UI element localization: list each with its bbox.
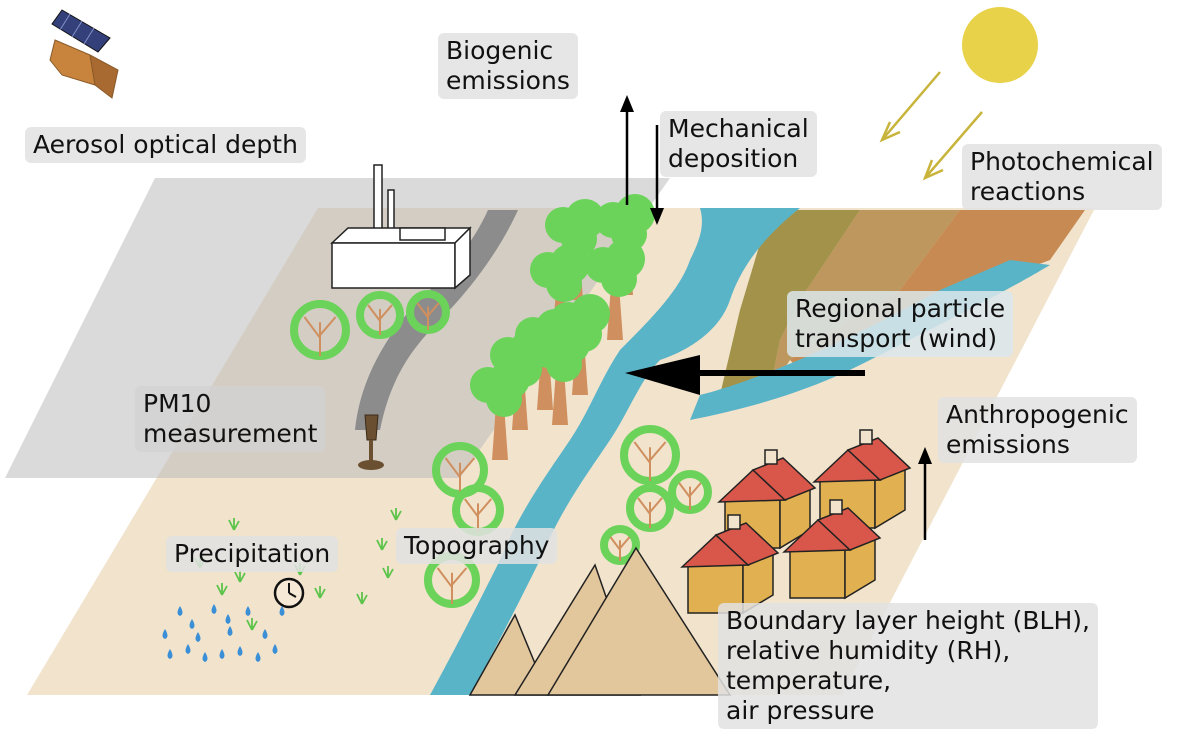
shrubs — [290, 290, 712, 608]
shrub-icon — [406, 290, 450, 334]
shrub-icon — [626, 484, 674, 532]
raindrop-icon — [225, 614, 231, 624]
factory-icon — [330, 164, 472, 290]
raindrop-icon — [262, 629, 268, 639]
anthropogenic-emission-arrow — [918, 447, 932, 540]
label-meteorology: Boundary layer height (BLH),relative hum… — [718, 603, 1098, 729]
grass-icon — [382, 566, 394, 579]
biogenic-emission-arrow — [620, 95, 634, 205]
shrub-icon — [600, 525, 640, 565]
label-precipitation: Precipitation — [166, 536, 339, 572]
road — [355, 210, 518, 430]
river — [430, 208, 800, 695]
grass-icon — [216, 583, 228, 596]
raindrop-icon — [279, 606, 285, 616]
shrub-icon — [620, 425, 680, 485]
satellite-icon — [49, 9, 119, 99]
raindrop-icon — [245, 606, 251, 616]
grass-icon — [234, 570, 246, 583]
raindrops — [162, 604, 285, 662]
tree-row — [470, 194, 655, 460]
shrub-icon — [668, 470, 712, 514]
raindrop-icon — [219, 649, 225, 659]
label-aerosol-optical-depth: Aerosol optical depth — [25, 127, 306, 163]
grass-icon — [356, 592, 368, 605]
grass-icon — [376, 538, 388, 551]
label-topography: Topography — [396, 528, 558, 564]
grass-icon — [228, 518, 240, 531]
wind-transport-arrow — [625, 355, 865, 395]
house-icon — [782, 499, 882, 600]
raindrop-icon — [189, 619, 195, 629]
shrub-icon — [290, 300, 350, 360]
pm10-sensor-icon — [358, 414, 384, 470]
houses — [680, 429, 912, 615]
sun-rays — [879, 71, 983, 181]
tree-icon — [530, 324, 590, 425]
raindrop-icon — [162, 629, 168, 639]
raindrop-icon — [167, 649, 173, 659]
house-icon — [680, 514, 780, 615]
mechanical-deposition-arrow — [650, 125, 664, 225]
tree-icon — [585, 239, 645, 340]
clock-icon — [273, 577, 305, 609]
raindrop-icon — [202, 652, 208, 662]
raindrop-icon — [272, 644, 278, 654]
raindrop-icon — [237, 646, 243, 656]
raindrop-icon — [255, 652, 261, 662]
raindrop-icon — [185, 644, 191, 654]
grass-icon — [314, 586, 326, 599]
raindrop-icon — [177, 606, 183, 616]
tree-icon — [530, 244, 590, 345]
raindrop-icon — [211, 604, 217, 614]
sun-icon — [962, 7, 1038, 83]
tree-icon — [470, 359, 530, 460]
shrub-icon — [356, 291, 404, 339]
grass-icon — [390, 508, 402, 521]
raindrop-icon — [227, 626, 233, 636]
grass-icon — [246, 618, 258, 631]
raindrop-icon — [195, 632, 201, 642]
mountain-icon — [468, 546, 732, 696]
